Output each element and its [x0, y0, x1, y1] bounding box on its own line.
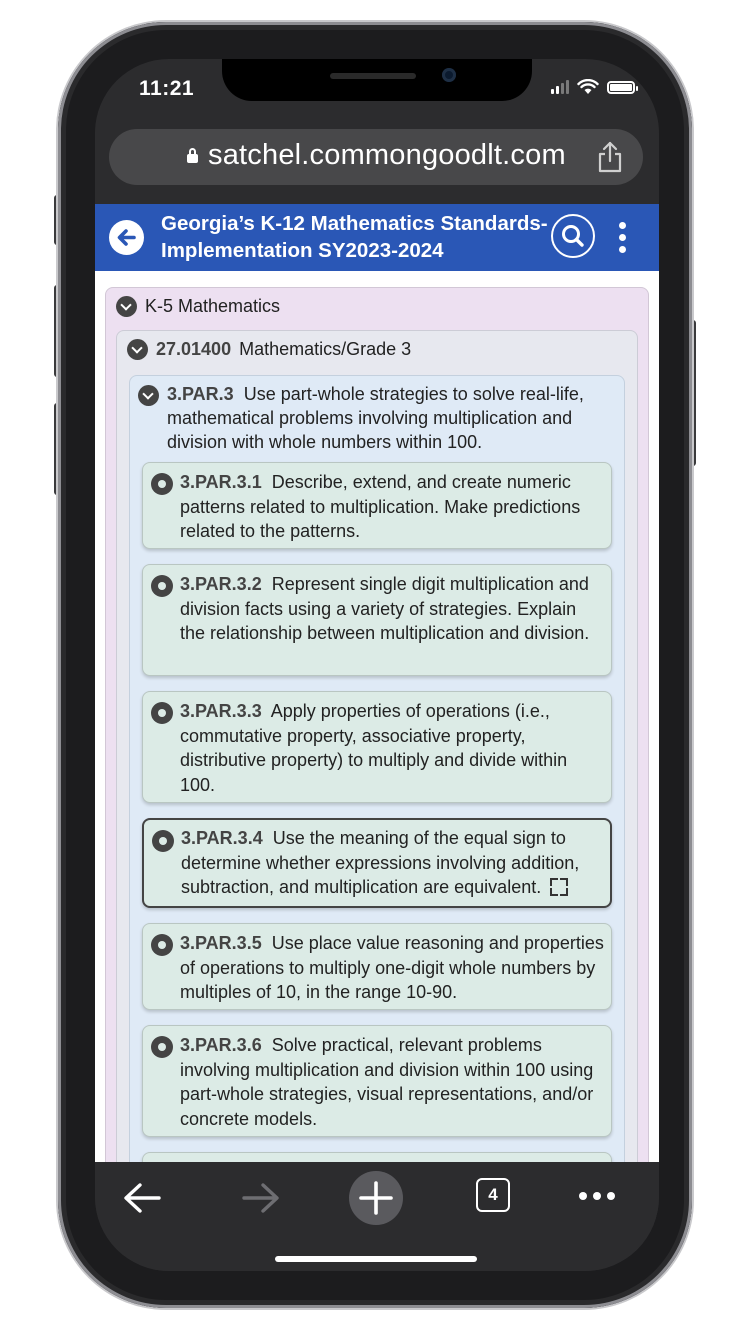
standard-item[interactable]: 3.PAR.3.5 Use place value reasoning and … [142, 923, 612, 1010]
chevron-down-icon[interactable] [138, 385, 159, 406]
radio-bullet-icon [151, 934, 173, 956]
standard-label: Describe, extend, and create numeric pat… [180, 472, 581, 541]
new-tab-plus-icon[interactable] [348, 1170, 404, 1226]
standard-code: 3.PAR.3.4 [181, 828, 263, 848]
expand-icon[interactable] [550, 878, 569, 896]
status-icons [551, 79, 638, 95]
more-vertical-icon[interactable] [619, 222, 629, 258]
standard-code: 3.PAR.3.2 [180, 574, 262, 594]
tree-node-label: Mathematics/Grade 3 [239, 339, 412, 359]
volume-up-button [54, 285, 60, 377]
lock-icon [187, 148, 198, 163]
url-display[interactable]: satchel.commongoodlt.com [187, 139, 566, 172]
standard-item[interactable]: 3.PAR.3.1 Describe, extend, and create n… [142, 462, 612, 549]
address-bar[interactable]: satchel.commongoodlt.com [109, 129, 643, 185]
standard-code: 3.PAR.3.3 [180, 701, 262, 721]
more-horizontal-icon[interactable] [579, 1192, 615, 1200]
standard-item[interactable]: 3.PAR.3.2 Represent single digit multipl… [142, 564, 612, 676]
home-indicator[interactable] [275, 1256, 477, 1262]
tabs-button[interactable]: 4 [476, 1178, 510, 1212]
standard-label: Apply properties of operations (i.e., co… [180, 701, 568, 795]
page-title: Georgia’s K-12 Mathematics Standards-Imp… [161, 212, 548, 262]
tree-node-level2: 27.01400 Mathematics/Grade 3 3.PAR.3 Use… [116, 330, 638, 1162]
search-icon [562, 225, 584, 247]
front-camera [442, 68, 456, 82]
radio-bullet-icon [152, 830, 174, 852]
tree-node-label: K-5 Mathematics [145, 296, 281, 316]
standard-item[interactable]: 3.PAR.3.6 Solve practical, relevant prob… [142, 1025, 612, 1137]
back-button[interactable] [109, 220, 144, 255]
standard-item-selected[interactable]: 3.PAR.3.4 Use the meaning of the equal s… [142, 818, 612, 908]
standard-item-partial[interactable] [142, 1152, 612, 1162]
search-button[interactable] [551, 214, 595, 258]
standard-code: 3.PAR.3.5 [180, 933, 262, 953]
chevron-down-icon[interactable] [127, 339, 148, 360]
tree-node-code: 3.PAR.3 [167, 384, 234, 404]
notch [222, 59, 532, 101]
mute-switch [54, 195, 60, 245]
radio-bullet-icon [151, 1036, 173, 1058]
chevron-down-icon[interactable] [116, 296, 137, 317]
radio-bullet-icon [151, 473, 173, 495]
standard-code: 3.PAR.3.1 [180, 472, 262, 492]
tree-node-level2-header[interactable]: 27.01400 Mathematics/Grade 3 [127, 339, 411, 360]
speaker [330, 73, 416, 79]
share-icon[interactable] [597, 141, 623, 173]
url-text: satchel.commongoodlt.com [208, 139, 566, 171]
standard-label: Use the meaning of the equal sign to det… [181, 828, 580, 897]
tree-node-code: 27.01400 [156, 339, 232, 359]
radio-bullet-icon [151, 702, 173, 724]
app-header: Georgia’s K-12 Mathematics Standards-Imp… [95, 204, 659, 271]
toolbar-forward-icon[interactable] [238, 1178, 282, 1218]
tab-count: 4 [488, 1185, 498, 1204]
tree-node-label: Use part-whole strategies to solve real-… [167, 384, 584, 452]
tree-node-level1-header[interactable]: K-5 Mathematics [116, 296, 280, 317]
browser-toolbar: 4 [95, 1162, 659, 1271]
standard-label: Use place value reasoning and properties… [180, 933, 604, 1002]
wifi-icon [577, 79, 599, 94]
standard-item[interactable]: 3.PAR.3.3 Apply properties of operations… [142, 691, 612, 803]
power-button [690, 320, 696, 466]
status-time: 11:21 [139, 77, 195, 100]
standard-label: Represent single digit multiplication an… [180, 574, 590, 643]
back-arrow-icon [117, 229, 136, 246]
radio-bullet-icon [151, 575, 173, 597]
volume-down-button [54, 403, 60, 495]
tree-node-level1: K-5 Mathematics 27.01400 Mathematics/Gra… [105, 287, 649, 1162]
standard-label: Solve practical, relevant problems invol… [180, 1035, 594, 1129]
standard-code: 3.PAR.3.6 [180, 1035, 262, 1055]
toolbar-back-icon[interactable] [121, 1178, 165, 1218]
cellular-signal-icon [551, 80, 569, 94]
standards-tree: K-5 Mathematics 27.01400 Mathematics/Gra… [95, 271, 659, 1162]
battery-icon [607, 80, 638, 94]
phone-screen: 11:21 satchel.commongoodlt.com Ge [95, 59, 659, 1271]
tree-node-level3: 3.PAR.3 Use part-whole strategies to sol… [129, 375, 625, 1162]
